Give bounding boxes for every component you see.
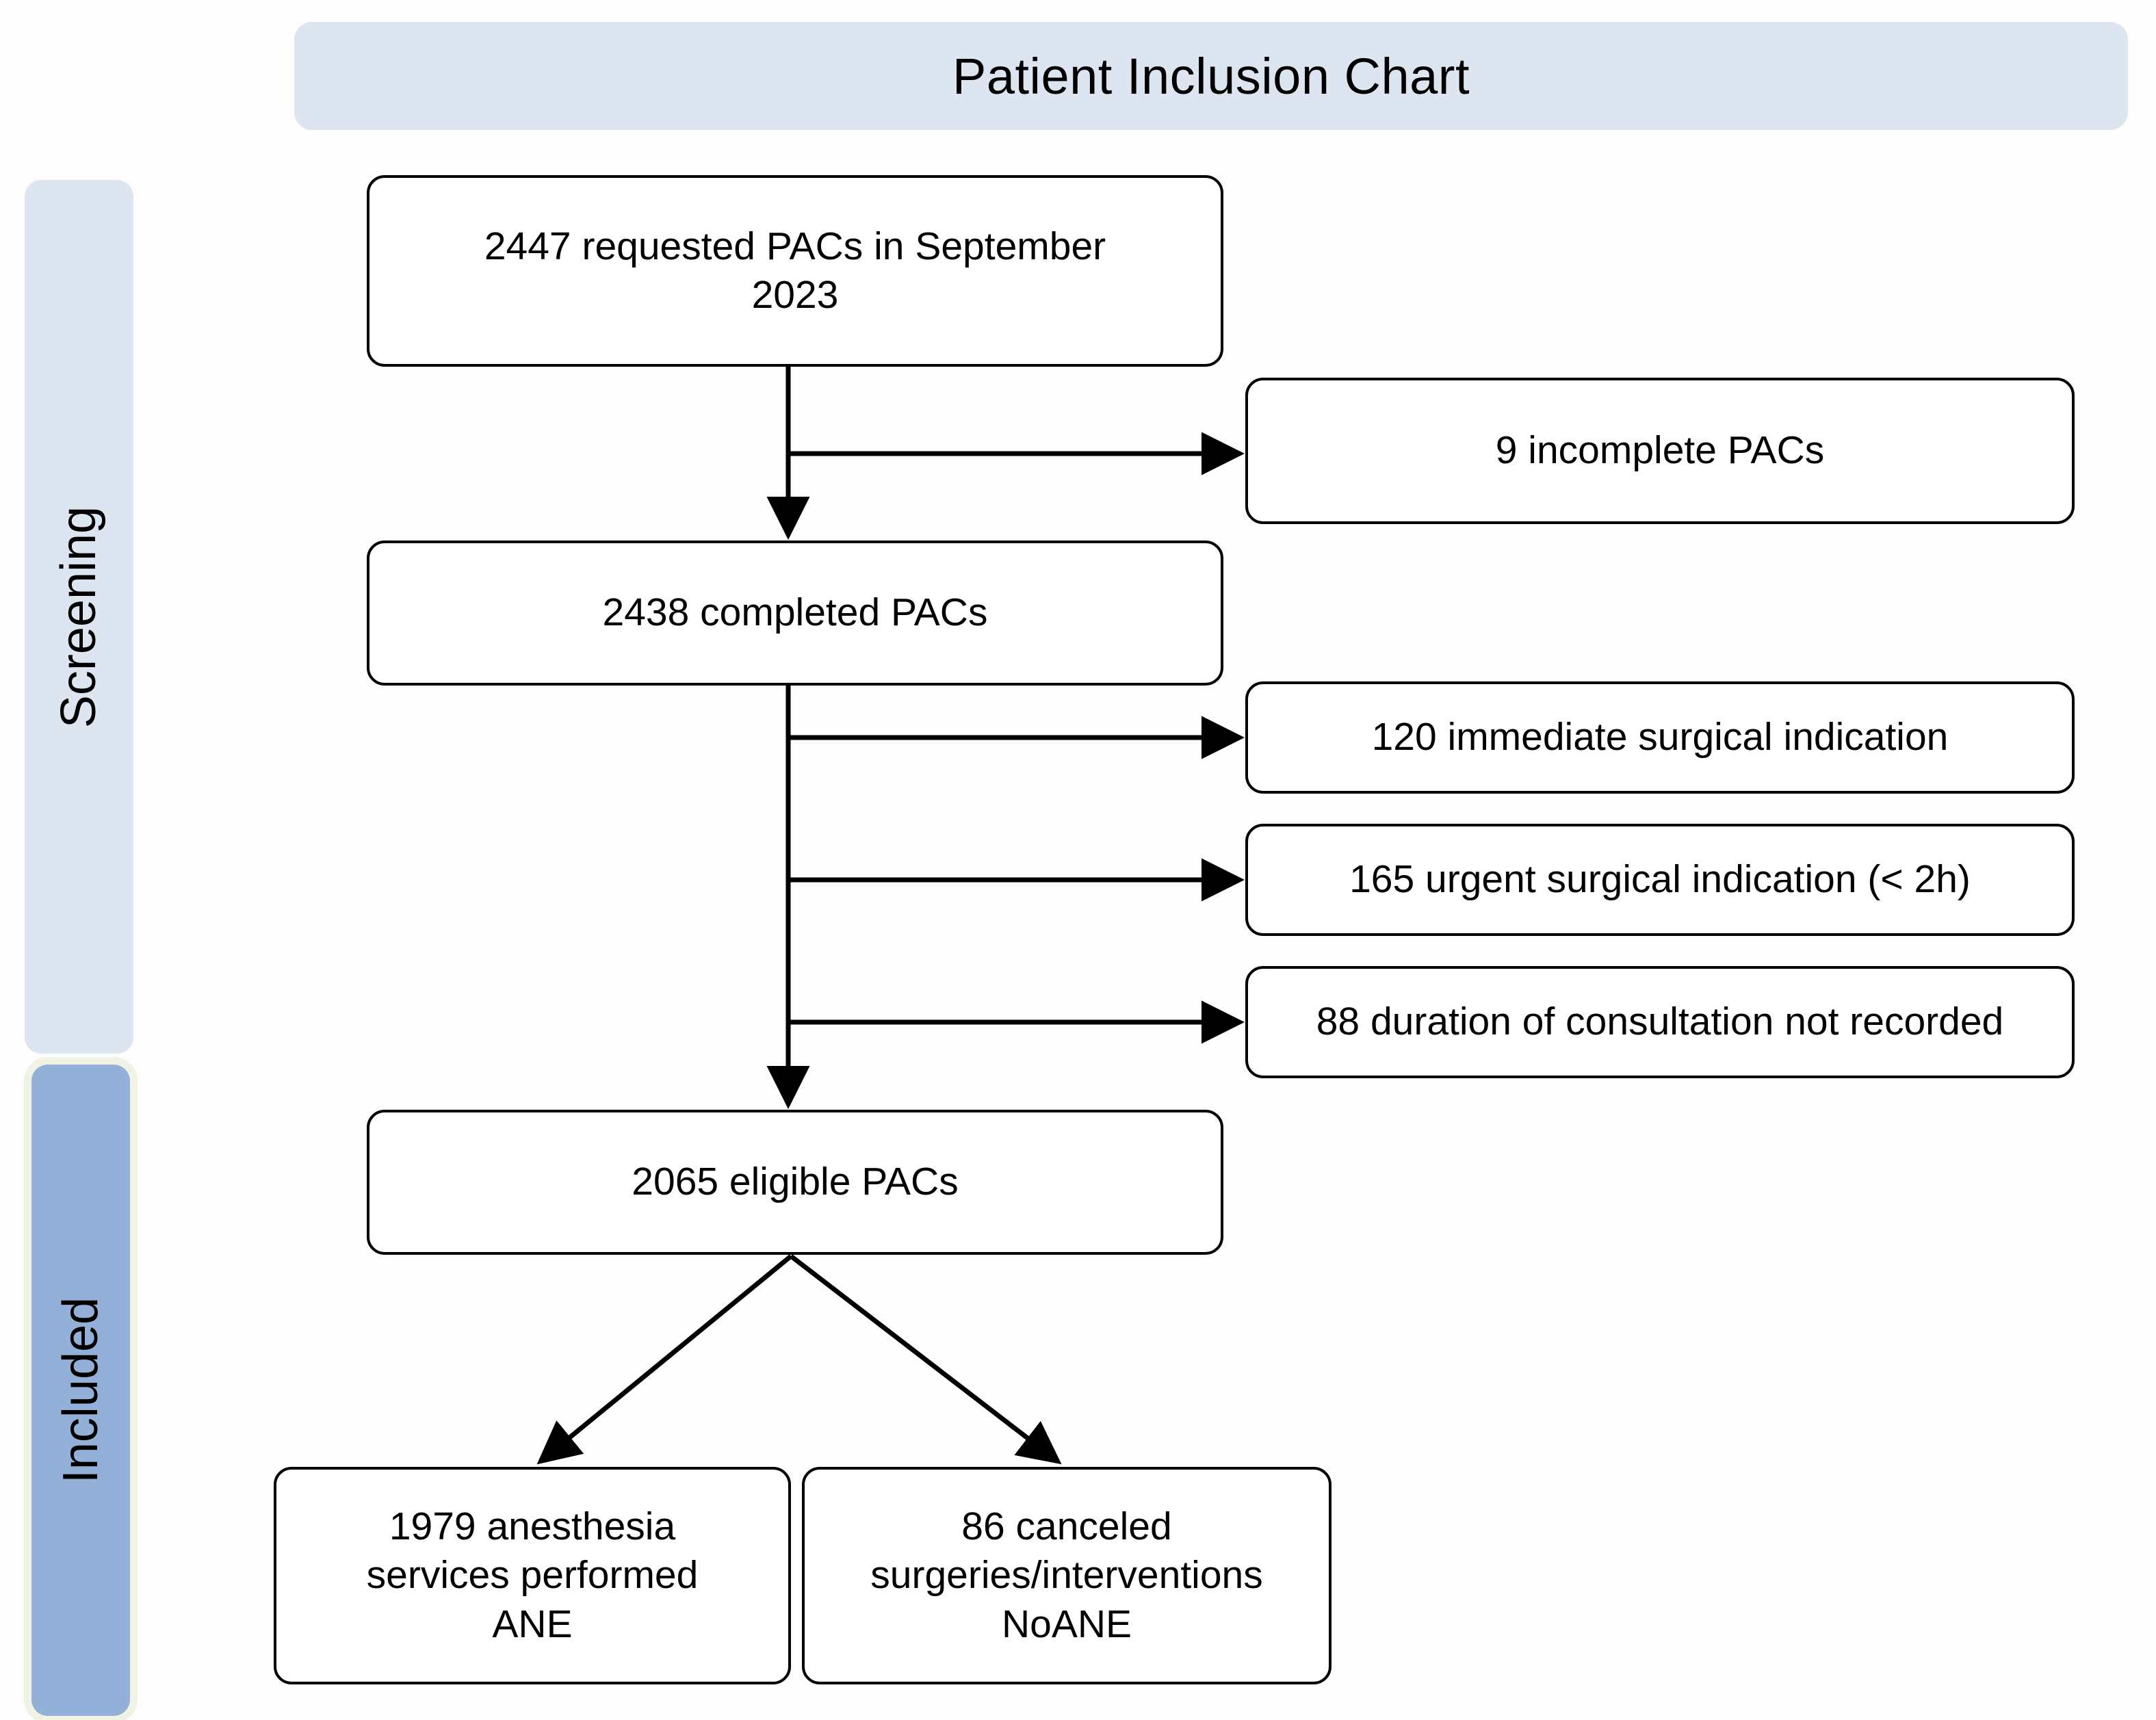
node-label: 120 immediate surgical indication — [1371, 715, 1949, 759]
node-requested-pacs[interactable]: 2447 requested PACs in September 2023 — [367, 175, 1223, 367]
page-title: Patient Inclusion Chart — [952, 47, 1470, 105]
node-label: 2438 completed PACs — [602, 590, 988, 635]
edge-eligible-to-ane — [536, 1254, 793, 1465]
chart-title-banner: Patient Inclusion Chart — [294, 22, 2128, 130]
node-label: 2447 requested PACs in September 2023 — [484, 224, 1106, 317]
edge-eligible-to-noane — [789, 1254, 1062, 1465]
stage-panel-included: Included — [31, 1065, 130, 1716]
stage-label-included: Included — [53, 1296, 108, 1484]
node-label: 165 urgent surgical indication (< 2h) — [1349, 857, 1971, 902]
node-urgent-surgical-indication[interactable]: 165 urgent surgical indication (< 2h) — [1245, 824, 2075, 936]
node-canceled-surgeries[interactable]: 86 canceled surgeries/interventions NoAN… — [802, 1467, 1332, 1684]
node-anesthesia-services-performed[interactable]: 1979 anesthesia services performed ANE — [274, 1467, 791, 1684]
node-label: 86 canceled surgeries/interventions NoAN… — [870, 1504, 1263, 1646]
node-label: 9 incomplete PACs — [1495, 428, 1825, 473]
node-label: 2065 eligible PACs — [632, 1160, 959, 1204]
node-duration-not-recorded[interactable]: 88 duration of consultation not recorded — [1245, 966, 2075, 1078]
stage-panel-screening: Screening — [25, 180, 133, 1054]
node-label: 1979 anesthesia services performed ANE — [366, 1504, 699, 1646]
node-immediate-surgical-indication[interactable]: 120 immediate surgical indication — [1245, 681, 2075, 794]
node-eligible-pacs[interactable]: 2065 eligible PACs — [367, 1110, 1223, 1255]
node-incomplete-pacs[interactable]: 9 incomplete PACs — [1245, 378, 2075, 524]
node-completed-pacs[interactable]: 2438 completed PACs — [367, 540, 1223, 686]
node-label: 88 duration of consultation not recorded — [1316, 1000, 2004, 1044]
stage-label-screening: Screening — [51, 506, 107, 728]
